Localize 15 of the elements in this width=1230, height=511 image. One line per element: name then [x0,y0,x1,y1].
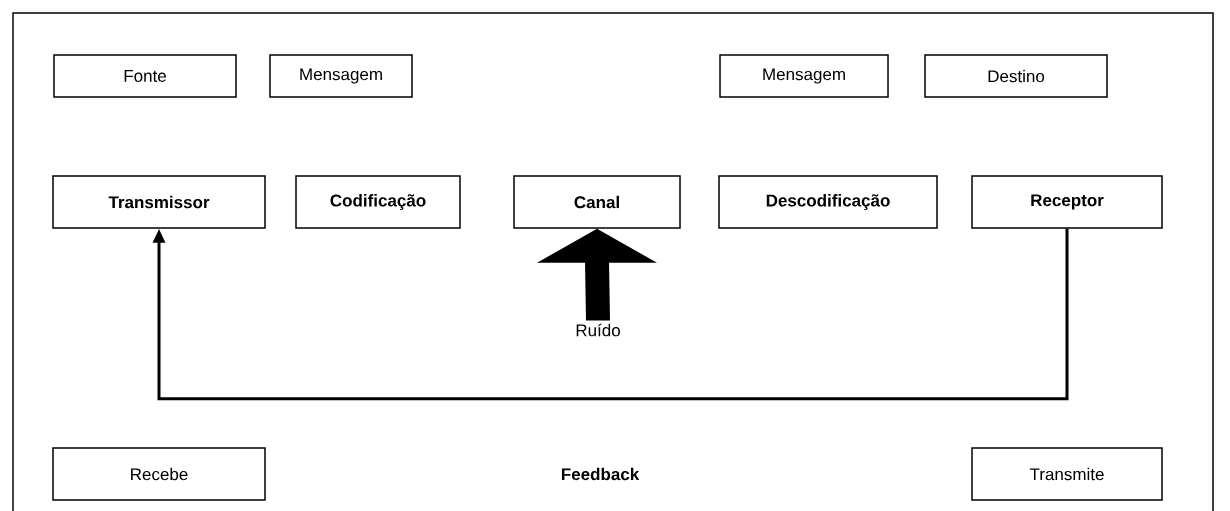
process-box: Mensagem [719,54,889,98]
process-box: Mensagem [269,54,413,98]
label-text: Feedback [561,467,640,481]
process-box: Receptor [971,175,1163,229]
process-box: Descodificação [718,175,938,229]
process-box: Transmite [971,447,1163,501]
arrow [152,228,1069,401]
process-box: Recebe [52,447,266,501]
process-box: Destino [924,54,1108,98]
arrow [537,228,657,321]
process-box: Codificação [295,175,461,229]
process-box: Fonte [53,54,237,98]
process-box: Canal [513,175,681,229]
node-text: Ruído [576,323,620,337]
process-box: Transmissor [52,175,266,229]
